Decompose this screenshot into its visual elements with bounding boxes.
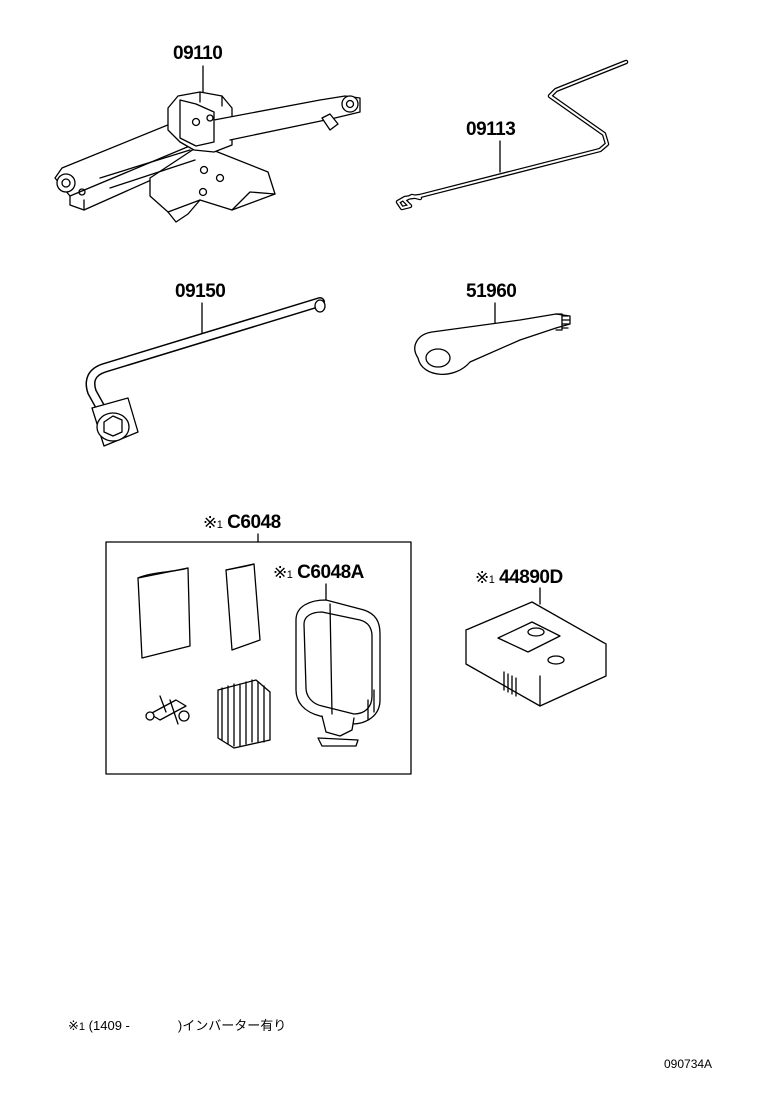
part-code: 09113 xyxy=(466,119,516,140)
reference-mark: ※ xyxy=(203,513,217,532)
compressor-drawing xyxy=(295,583,381,747)
part-label-jack[interactable]: 09110 xyxy=(173,43,223,64)
note-ref: 1 xyxy=(216,519,223,531)
jack-handle-drawing[interactable] xyxy=(395,59,629,211)
part-code: C6048A xyxy=(297,562,364,583)
part-label-wheel-wrench[interactable]: 09150 xyxy=(175,281,226,302)
wheel-wrench-drawing[interactable] xyxy=(85,297,326,447)
part-label-jack-handle[interactable]: 09113 xyxy=(466,119,516,140)
part-code: 09110 xyxy=(173,43,223,64)
diagram-id: 090734A xyxy=(664,1057,713,1071)
part-label-compressor[interactable]: ※1 C6048A xyxy=(273,563,364,582)
note-ref: 1 xyxy=(488,574,495,586)
towing-eye-drawing[interactable] xyxy=(414,302,571,375)
part-label-towing-eye[interactable]: 51960 xyxy=(466,281,517,302)
valve-tools xyxy=(145,695,190,725)
footnote-open-paren: ( xyxy=(88,1018,93,1033)
note-ref: 1 xyxy=(286,569,293,581)
repair-kit-box[interactable] xyxy=(105,533,412,775)
part-code: C6048 xyxy=(227,512,281,533)
sealant-pouch xyxy=(137,567,191,659)
reference-mark: ※ xyxy=(475,568,489,587)
part-label-repair-kit[interactable]: ※1 C6048 xyxy=(203,513,281,532)
scissor-jack-drawing[interactable] xyxy=(54,65,361,223)
part-code: 51960 xyxy=(466,281,517,302)
reference-mark: ※ xyxy=(273,563,287,582)
note-ref: 1 xyxy=(78,1021,86,1033)
part-label-inverter[interactable]: ※1 44890D xyxy=(475,568,563,587)
footnote: ※1 (1409 - )インバーター有り xyxy=(68,1019,286,1033)
part-code: 44890D xyxy=(499,567,563,588)
reference-mark: ※ xyxy=(68,1018,79,1033)
footnote-text: )インバーター有り xyxy=(177,1018,287,1033)
part-code: 09150 xyxy=(175,281,226,302)
inverter-drawing[interactable] xyxy=(465,587,607,707)
footnote-range: 1409 - xyxy=(93,1018,130,1033)
sticker-stack xyxy=(217,679,271,749)
valve-pouch xyxy=(225,563,261,651)
